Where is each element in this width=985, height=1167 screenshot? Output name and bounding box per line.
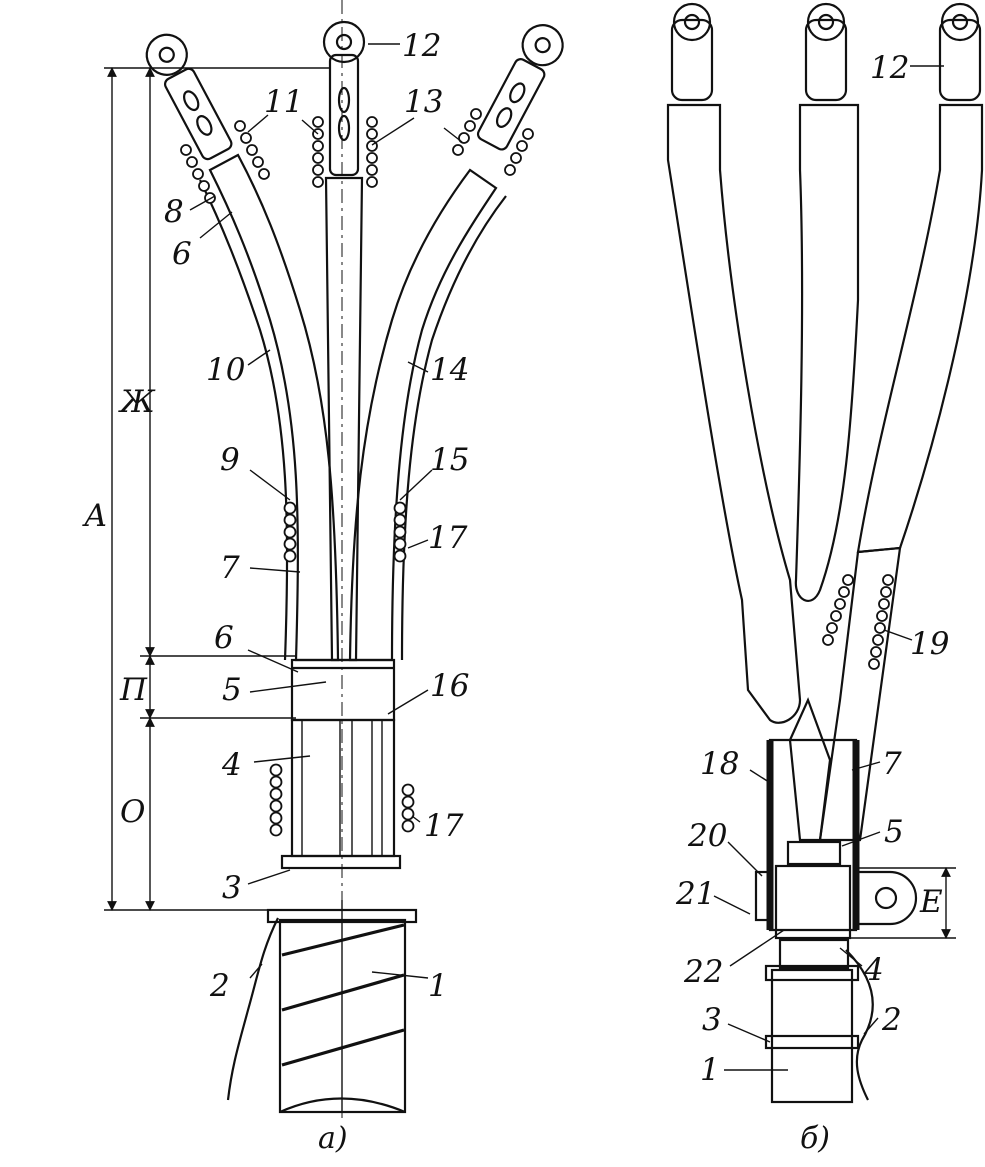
cable-lugs-a <box>145 20 564 177</box>
callout-21-b: 21 <box>675 876 715 912</box>
dim-label-O: О <box>120 794 145 830</box>
callout-22-b: 22 <box>683 954 723 990</box>
binding-coils-a <box>180 108 534 837</box>
callout-3-b: 3 <box>702 1002 722 1038</box>
callout-4-a: 4 <box>221 747 242 783</box>
callout-14-a: 14 <box>430 352 469 388</box>
callout-4-b: 4 <box>863 952 884 988</box>
callout-5-a: 5 <box>222 672 242 708</box>
callout-10-a: 10 <box>206 352 245 388</box>
callout-3-a: 3 <box>222 870 242 906</box>
callout-1-b: 1 <box>700 1052 720 1088</box>
figure-a: 12 11 13 8 6 10 14 9 15 7 17 6 5 16 4 17… <box>82 0 564 1156</box>
phase-centre-a <box>324 176 364 662</box>
dimension-E-b <box>830 867 956 939</box>
dimension-lines-a <box>104 0 343 1118</box>
callout-9-a: 9 <box>220 442 240 478</box>
callout-1-a: 1 <box>428 968 448 1004</box>
dim-label-A: А <box>82 498 107 534</box>
dim-label-E: Е <box>919 884 943 920</box>
dim-label-Zh: Ж <box>118 384 156 420</box>
callout-6-mid-a: 6 <box>214 620 234 656</box>
callout-11-a: 11 <box>264 84 303 120</box>
figure-b: 12 19 18 7 20 5 21 22 4 3 2 1 Е б) <box>666 2 984 1156</box>
callout-2-b: 2 <box>881 1002 902 1038</box>
callout-12-b: 12 <box>870 50 909 86</box>
callout-5-b: 5 <box>884 814 904 850</box>
cable-lugs-b <box>670 2 982 102</box>
callout-6-top-a: 6 <box>172 236 192 272</box>
phases-b <box>666 103 984 842</box>
funnel-b <box>754 738 918 970</box>
binding-coil-19-b <box>822 574 894 670</box>
callout-20-b: 20 <box>687 818 727 854</box>
callout-16-a: 16 <box>430 668 469 704</box>
phase-right-a <box>348 168 507 662</box>
leader-lines-b <box>713 65 944 1071</box>
callout-12-a: 12 <box>402 28 441 64</box>
callout-7-b: 7 <box>882 746 902 782</box>
callout-19-b: 19 <box>910 626 949 662</box>
caption-a: а) <box>318 1121 348 1156</box>
callout-18-b: 18 <box>700 746 739 782</box>
dim-label-P: П <box>119 672 148 708</box>
ground-wire-a <box>226 917 279 1101</box>
leader-lines-a <box>189 43 463 979</box>
callout-7-a: 7 <box>220 550 240 586</box>
callout-2-a: 2 <box>209 968 230 1004</box>
callout-8-a: 8 <box>164 194 184 230</box>
caption-b: б) <box>800 1121 830 1156</box>
callout-17-bot-a: 17 <box>424 808 464 844</box>
stress-cone-a <box>290 718 396 858</box>
callout-13-a: 13 <box>404 84 443 120</box>
ground-wire-b <box>845 949 874 1101</box>
callout-17-top-a: 17 <box>428 520 468 556</box>
callout-15-a: 15 <box>430 442 469 478</box>
